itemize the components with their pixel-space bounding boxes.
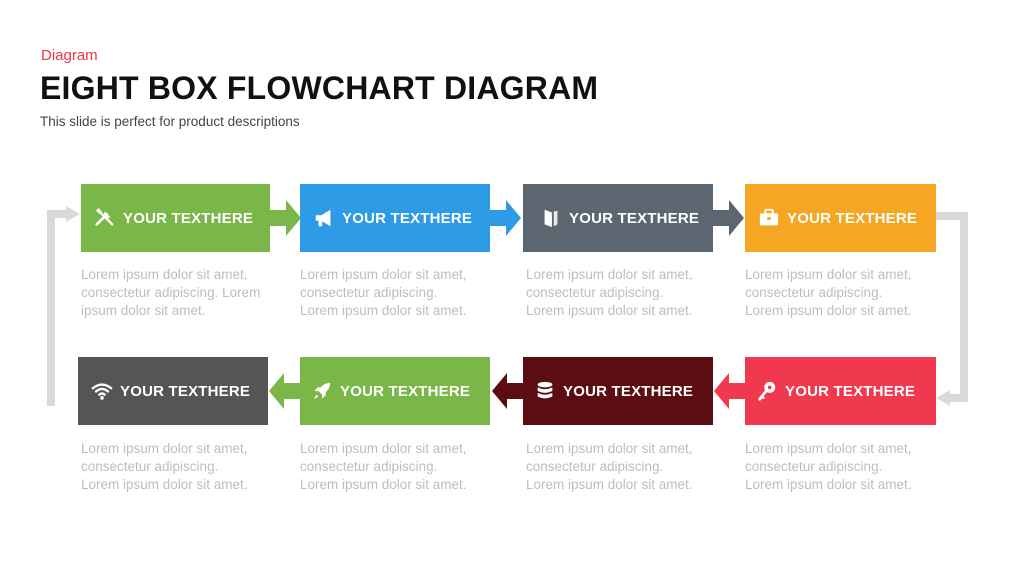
- flow-box-8: YOUR TEXTHERE: [78, 357, 268, 425]
- flow-arrow-3-4: [713, 200, 744, 236]
- slide-subtitle: This slide is perfect for product descri…: [40, 114, 300, 129]
- rocket-icon: [311, 380, 333, 402]
- flow-desc-8: Lorem ipsum dolor sit amet,consectetur a…: [81, 441, 248, 492]
- flow-desc-1: Lorem ipsum dolor sit amet,consectetur a…: [81, 267, 261, 318]
- flow-box-5: YOUR TEXTHERE: [745, 357, 936, 425]
- flow-box-label: YOUR TEXTHERE: [785, 382, 916, 400]
- megaphone-icon: [313, 207, 335, 229]
- flow-desc-6: Lorem ipsum dolor sit amet,consectetur a…: [526, 441, 693, 492]
- flow-box-2: YOUR TEXTHERE: [300, 184, 490, 252]
- flow-desc-4: Lorem ipsum dolor sit amet,consectetur a…: [745, 267, 912, 318]
- flow-box-label: YOUR TEXTHERE: [342, 209, 473, 227]
- flow-box-label: YOUR TEXTHERE: [123, 209, 254, 227]
- wifi-icon: [91, 380, 113, 402]
- loop-connector-right: [936, 212, 968, 406]
- flow-box-label: YOUR TEXTHERE: [563, 382, 694, 400]
- flow-box-label: YOUR TEXTHERE: [340, 382, 471, 400]
- key-icon: [756, 380, 778, 402]
- flow-box-label: YOUR TEXTHERE: [569, 209, 700, 227]
- flow-arrow-1-2: [270, 200, 301, 236]
- database-icon: [534, 380, 556, 402]
- briefcase-icon: [758, 207, 780, 229]
- flow-desc-5: Lorem ipsum dolor sit amet,consectetur a…: [745, 441, 912, 492]
- flow-arrow-2-3: [490, 200, 521, 236]
- loop-connector-left: [47, 206, 80, 406]
- flow-box-6: YOUR TEXTHERE: [523, 357, 713, 425]
- flow-box-label: YOUR TEXTHERE: [120, 382, 251, 400]
- tools-icon: [94, 207, 116, 229]
- flow-desc-3: Lorem ipsum dolor sit amet,consectetur a…: [526, 267, 693, 318]
- flow-box-1: YOUR TEXTHERE: [81, 184, 270, 252]
- book-icon: [540, 207, 562, 229]
- flow-desc-2: Lorem ipsum dolor sit amet,consectetur a…: [300, 267, 467, 318]
- flow-box-label: YOUR TEXTHERE: [787, 209, 918, 227]
- flow-desc-7: Lorem ipsum dolor sit amet,consectetur a…: [300, 441, 467, 492]
- flow-box-3: YOUR TEXTHERE: [523, 184, 713, 252]
- flow-arrow-6-7: [492, 373, 523, 409]
- flow-arrow-5-6: [714, 373, 745, 409]
- eyebrow-label: Diagram: [41, 47, 98, 64]
- flow-box-4: YOUR TEXTHERE: [745, 184, 936, 252]
- flow-arrow-7-8: [269, 373, 300, 409]
- flow-box-7: YOUR TEXTHERE: [300, 357, 490, 425]
- slide-title: EIGHT BOX FLOWCHART DIAGRAM: [40, 70, 599, 106]
